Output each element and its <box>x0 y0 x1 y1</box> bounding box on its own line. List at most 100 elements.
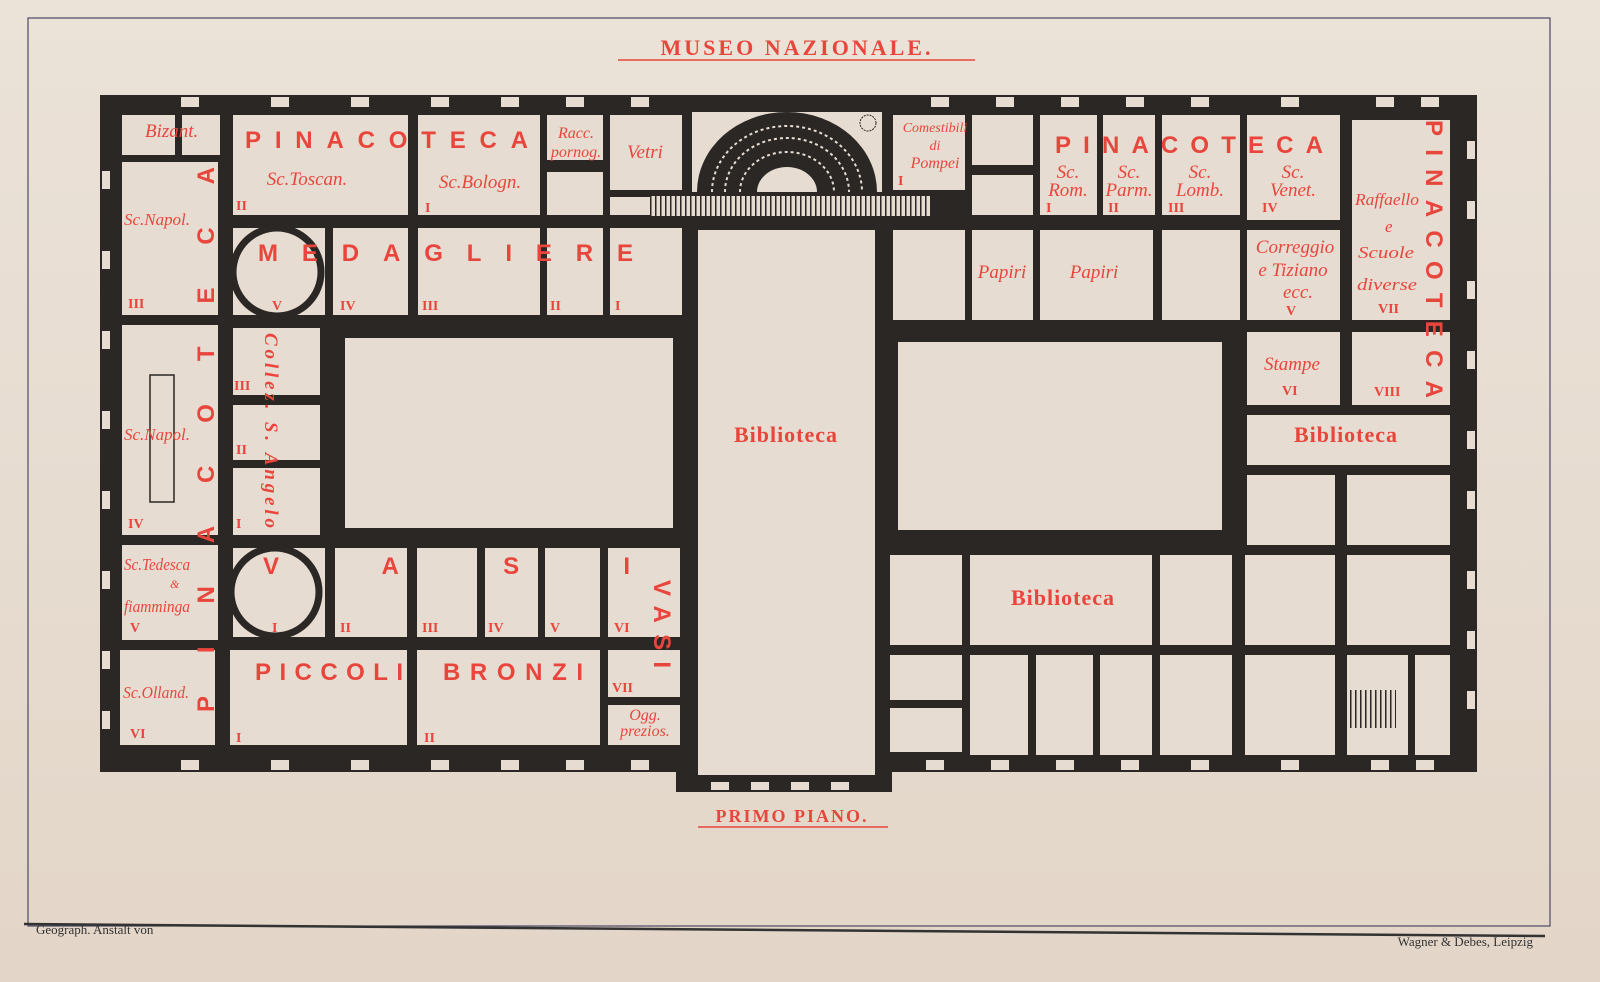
window <box>351 97 369 107</box>
window <box>751 782 769 790</box>
window <box>1421 97 1439 107</box>
stair-steps <box>650 196 930 216</box>
numeral: I <box>236 517 241 532</box>
window <box>102 331 110 349</box>
numeral: III <box>1168 201 1184 216</box>
room-sc-rom-2: Rom. <box>1047 180 1088 201</box>
imprint-right: Wagner & Debes, Leipzig <box>1398 934 1534 949</box>
rotunda-medagliere <box>229 224 325 320</box>
window <box>1281 97 1299 107</box>
window <box>102 711 110 729</box>
numeral: VII <box>612 681 633 696</box>
room-sc-lomb-2: Lomb. <box>1175 180 1224 201</box>
numeral: VII <box>1378 302 1399 317</box>
window <box>1281 760 1299 770</box>
room-papiri-2: Papiri <box>1069 262 1119 283</box>
room-correggio: Correggio <box>1256 237 1334 258</box>
window <box>271 97 289 107</box>
window <box>431 97 449 107</box>
window <box>996 97 1014 107</box>
room-raffaello-diverse: diverse <box>1357 275 1418 294</box>
window <box>501 97 519 107</box>
room-sc-napol-2: Sc.Napol. <box>124 425 190 444</box>
window <box>566 97 584 107</box>
numeral: I <box>615 299 620 314</box>
window <box>271 760 289 770</box>
label-biblioteca-lower: Biblioteca <box>1011 585 1115 610</box>
numeral: I <box>898 174 903 189</box>
room-raffaello-e: e <box>1385 217 1393 236</box>
room-sc-rom: Sc. <box>1057 162 1080 183</box>
map-title: MUSEO NAZIONALE. <box>661 35 934 60</box>
window <box>1467 281 1475 299</box>
room-comestibili: Comestibili <box>903 121 968 136</box>
window <box>1467 631 1475 649</box>
numeral: II <box>340 621 351 636</box>
room-ogg: Ogg. <box>629 707 661 724</box>
room-labels: Bizant. Sc.Toscan. Sc.Bologn. Racc. porn… <box>123 121 1419 740</box>
window <box>831 782 849 790</box>
window <box>631 97 649 107</box>
window <box>1191 760 1209 770</box>
room-ecc: ecc. <box>1283 282 1313 303</box>
window <box>931 97 949 107</box>
room-sc-olland: Sc.Olland. <box>123 683 189 702</box>
bottom-rule <box>23 922 1546 938</box>
window <box>711 782 729 790</box>
window <box>1467 431 1475 449</box>
room-sc-venet: Sc. <box>1282 162 1305 183</box>
room-sc-napol-1: Sc.Napol. <box>124 210 190 229</box>
room-papiri-1: Papiri <box>977 262 1027 283</box>
room-numerals: II I III IV V VI V IV III II I III II I … <box>128 174 1400 746</box>
window <box>102 171 110 189</box>
room-prezios: prezios. <box>619 723 670 740</box>
window <box>1191 97 1209 107</box>
room-fiamminga: fiamminga <box>124 597 190 616</box>
numeral: V <box>550 621 560 636</box>
window <box>1126 97 1144 107</box>
numeral: I <box>425 201 430 216</box>
window <box>1467 351 1475 369</box>
room-vetri: Vetri <box>627 142 663 163</box>
numeral: IV <box>1262 201 1278 216</box>
window <box>1467 201 1475 219</box>
window <box>1061 97 1079 107</box>
room-sc-tedesca: Sc.Tedesca <box>124 555 190 574</box>
room-racc-2: pornog. <box>550 144 601 161</box>
room-sc-venet-2: Venet. <box>1270 180 1316 201</box>
room-tiziano: e Tiziano <box>1258 260 1327 281</box>
window <box>102 571 110 589</box>
windows <box>102 97 1475 790</box>
window <box>1467 691 1475 709</box>
numeral: I <box>1046 201 1051 216</box>
imprint-left: Geograph. Anstalt von <box>36 922 154 937</box>
numeral: VI <box>130 727 146 742</box>
numeral: IV <box>340 299 356 314</box>
window <box>1416 760 1434 770</box>
window <box>1371 760 1389 770</box>
map-frame <box>27 17 1551 927</box>
room-sc-parm-2: Parm. <box>1105 180 1153 201</box>
window <box>102 651 110 669</box>
numeral: V <box>1286 304 1296 319</box>
display-case <box>149 374 175 503</box>
oculus-right <box>859 114 877 132</box>
room-sc-parm: Sc. <box>1118 162 1141 183</box>
rotunda-vasi <box>227 544 323 640</box>
window <box>431 760 449 770</box>
window <box>181 760 199 770</box>
rooms <box>120 115 1450 775</box>
window <box>991 760 1009 770</box>
numeral: I <box>272 621 277 636</box>
numeral: III <box>422 621 438 636</box>
room-sc-tedesca-amp: & <box>170 577 180 591</box>
numeral: I <box>236 731 241 746</box>
grand-staircase <box>692 112 882 193</box>
numeral: V <box>272 299 282 314</box>
room-raffaello-scuole: Scuole <box>1358 243 1415 262</box>
stair-small <box>1348 690 1396 728</box>
label-biblioteca-centre: Biblioteca <box>734 422 838 447</box>
window <box>631 760 649 770</box>
numeral: II <box>236 199 247 214</box>
